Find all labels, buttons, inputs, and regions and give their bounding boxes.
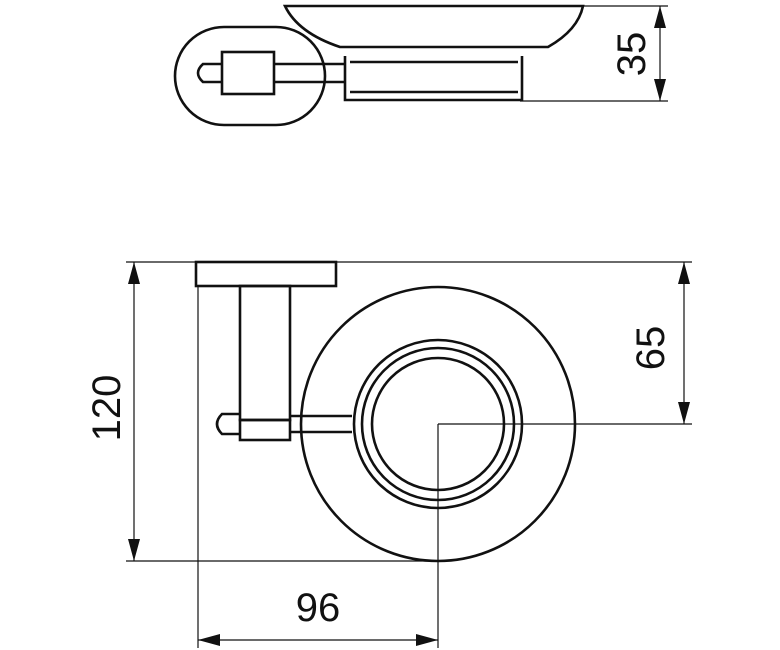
dimension-65: 65 <box>629 326 673 371</box>
dimension-35: 35 <box>610 32 654 77</box>
side-view-dish <box>282 4 585 49</box>
dimension-96: 96 <box>296 586 341 630</box>
plan-view-post <box>238 284 292 422</box>
plan-view: 120 65 96 <box>85 260 692 648</box>
plan-view-clamp <box>238 418 292 442</box>
side-view-ring-inner <box>350 60 518 94</box>
side-view: 35 <box>173 4 668 127</box>
plan-view-arm <box>290 414 352 434</box>
side-view-ring <box>343 56 524 102</box>
dimension-120: 120 <box>85 375 129 442</box>
plan-view-wall-plate <box>194 260 338 288</box>
plan-view-pin <box>215 412 240 436</box>
side-view-mount-block <box>220 50 276 96</box>
side-view-rosette <box>173 25 327 127</box>
side-view-pin <box>196 62 222 84</box>
side-view-arm <box>274 62 345 84</box>
